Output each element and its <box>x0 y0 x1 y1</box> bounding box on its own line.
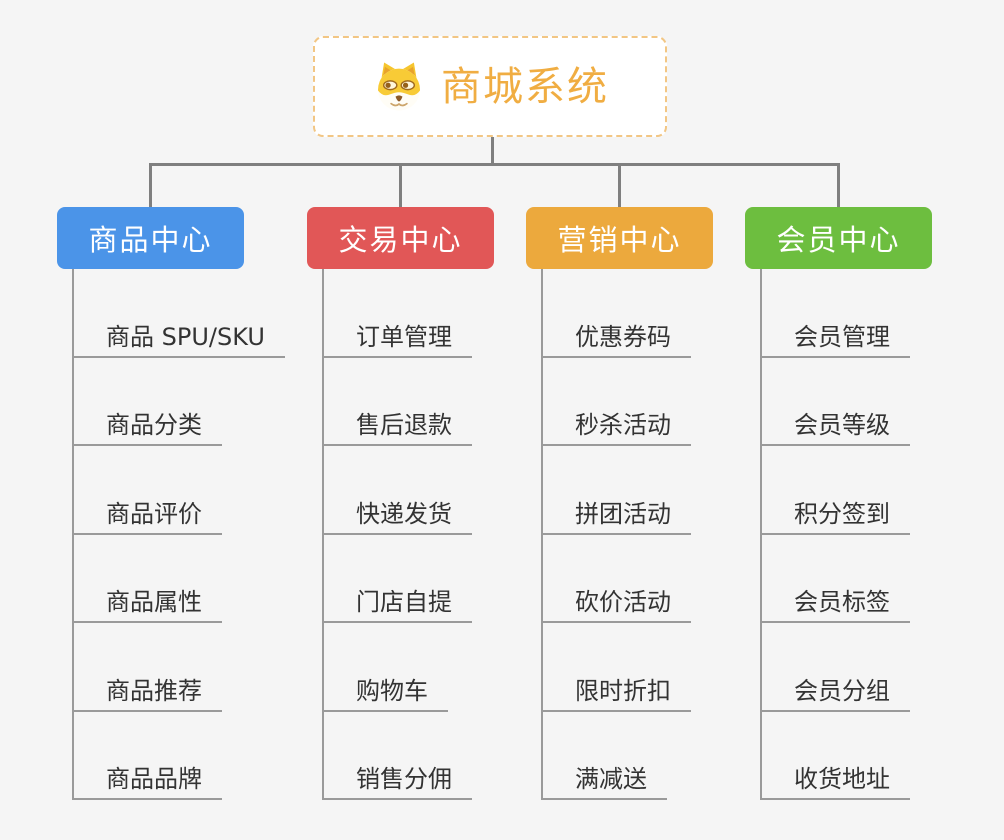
child-column-trade-center: 订单管理售后退款快递发货门店自提购物车销售分佣 <box>322 269 472 800</box>
child-node[interactable]: 商品评价 <box>72 446 222 535</box>
root-node[interactable]: 商城系统 <box>313 36 667 137</box>
branch-connector-stub <box>149 163 152 207</box>
child-node[interactable]: 拼团活动 <box>541 446 691 535</box>
child-column-marketing-center: 优惠券码秒杀活动拼团活动砍价活动限时折扣满减送 <box>541 269 691 800</box>
child-node[interactable]: 满减送 <box>541 712 667 800</box>
child-node-label: 收货地址 <box>794 765 890 793</box>
root-title: 商城系统 <box>441 63 609 110</box>
child-node[interactable]: 会员等级 <box>760 358 910 446</box>
branch-connector-stub <box>399 163 402 207</box>
child-node-label: 订单管理 <box>356 322 452 351</box>
branch-box-trade-center[interactable]: 交易中心 <box>307 207 494 269</box>
child-node[interactable]: 优惠券码 <box>541 269 691 358</box>
child-connector-line <box>541 269 543 800</box>
child-connector-line <box>322 269 324 800</box>
branch-connector-horizontal <box>149 163 840 166</box>
child-node-label: 满减送 <box>575 765 647 793</box>
child-node-label: 销售分佣 <box>356 765 452 793</box>
branch-connector-stub <box>837 163 840 207</box>
child-node-label: 拼团活动 <box>575 499 671 528</box>
branch-box-product-center[interactable]: 商品中心 <box>57 207 244 269</box>
child-node[interactable]: 积分签到 <box>760 446 910 535</box>
child-node-label: 商品分类 <box>106 411 202 439</box>
branch-box-member-center[interactable]: 会员中心 <box>745 207 932 269</box>
child-node[interactable]: 商品 SPU/SKU <box>72 269 285 358</box>
child-node-label: 会员分组 <box>794 676 890 705</box>
child-node[interactable]: 秒杀活动 <box>541 358 691 446</box>
child-node-label: 门店自提 <box>356 588 452 616</box>
child-column-member-center: 会员管理会员等级积分签到会员标签会员分组收货地址 <box>760 269 910 800</box>
child-node[interactable]: 限时折扣 <box>541 623 691 712</box>
child-node[interactable]: 购物车 <box>322 623 448 712</box>
child-node[interactable]: 会员标签 <box>760 535 910 623</box>
child-node[interactable]: 商品属性 <box>72 535 222 623</box>
child-node[interactable]: 会员管理 <box>760 269 910 358</box>
child-node-label: 砍价活动 <box>575 588 671 616</box>
child-node[interactable]: 商品推荐 <box>72 623 222 712</box>
shiba-dog-icon <box>378 62 420 111</box>
child-node-label: 限时折扣 <box>575 676 671 705</box>
child-node-label: 商品 SPU/SKU <box>106 322 265 351</box>
child-node-label: 秒杀活动 <box>575 411 671 439</box>
child-column-product-center: 商品 SPU/SKU 商品分类商品评价商品属性商品推荐商品品牌 <box>72 269 285 800</box>
child-node[interactable]: 收货地址 <box>760 712 910 800</box>
child-node[interactable]: 门店自提 <box>322 535 472 623</box>
child-node-label: 会员管理 <box>794 322 890 351</box>
child-node-label: 积分签到 <box>794 499 890 528</box>
child-node-label: 商品属性 <box>106 588 202 616</box>
child-node-label: 会员等级 <box>794 411 890 439</box>
child-node-label: 商品评价 <box>106 499 202 528</box>
child-node[interactable]: 销售分佣 <box>322 712 472 800</box>
child-node-label: 优惠券码 <box>575 322 671 351</box>
root-connector-stub <box>491 137 494 163</box>
child-node[interactable]: 会员分组 <box>760 623 910 712</box>
branch-connector-stub <box>618 163 621 207</box>
branch-box-marketing-center[interactable]: 营销中心 <box>526 207 713 269</box>
child-node[interactable]: 售后退款 <box>322 358 472 446</box>
child-node-label: 售后退款 <box>356 411 452 439</box>
child-connector-line <box>760 269 762 800</box>
child-node[interactable]: 砍价活动 <box>541 535 691 623</box>
child-node[interactable]: 商品分类 <box>72 358 222 446</box>
child-node[interactable]: 快递发货 <box>322 446 472 535</box>
child-node-label: 会员标签 <box>794 588 890 616</box>
child-node[interactable]: 订单管理 <box>322 269 472 358</box>
child-node[interactable]: 商品品牌 <box>72 712 222 800</box>
child-node-label: 快递发货 <box>356 499 452 528</box>
child-node-label: 购物车 <box>356 676 428 705</box>
child-connector-line <box>72 269 74 800</box>
child-node-label: 商品推荐 <box>106 676 202 705</box>
child-node-label: 商品品牌 <box>106 765 202 793</box>
